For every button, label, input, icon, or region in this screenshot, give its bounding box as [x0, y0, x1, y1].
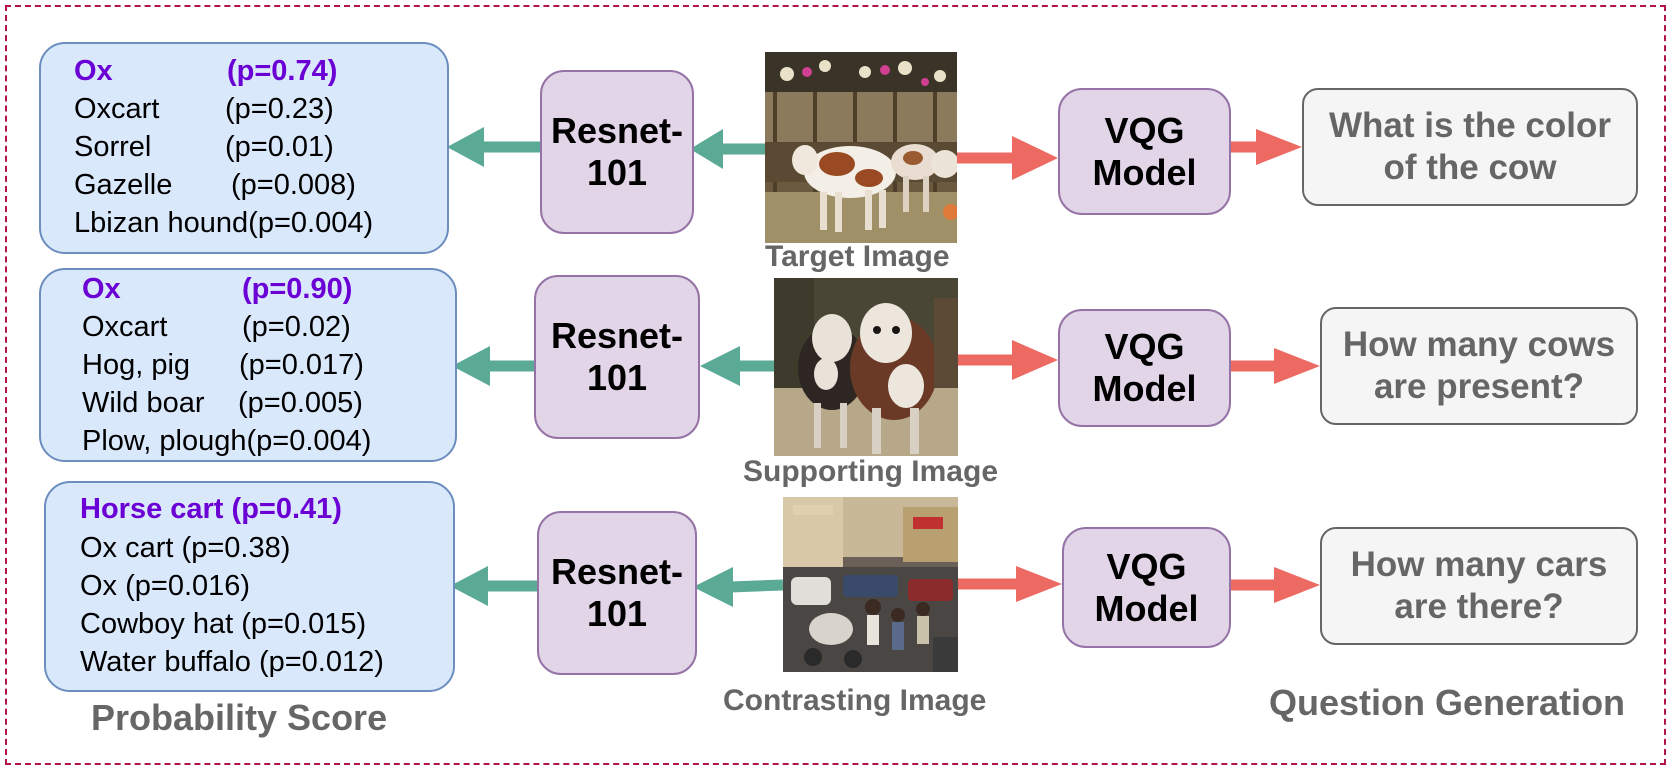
image-caption: Supporting Image — [743, 455, 998, 488]
prediction-label: Ox — [80, 570, 118, 602]
prediction-row: Cowboy hat (p=0.015) — [80, 607, 366, 641]
prediction-prob: (p=0.90) — [242, 273, 353, 305]
vqg-model-block-target: VQG Model — [1058, 88, 1231, 215]
section-title-question-generation: Question Generation — [1269, 682, 1626, 723]
arrow-image-to-resnet-2 — [700, 346, 774, 386]
prediction-row: Horse cart (p=0.41) — [80, 492, 342, 526]
prediction-prob: (p=0.74) — [227, 55, 338, 87]
resnet-block-contrasting: Resnet- 101 — [537, 511, 697, 675]
prediction-row: Lbizan hound(p=0.004) — [74, 206, 373, 240]
prediction-row: Ox (p=0.74) — [74, 54, 337, 88]
arrow-image-to-resnet-1 — [690, 129, 765, 169]
prediction-label: Ox cart — [80, 532, 174, 564]
prediction-prob: (p=0.017) — [239, 349, 364, 381]
prediction-prob: (p=0.23) — [225, 93, 334, 125]
arrow-image-to-resnet-3 — [693, 567, 784, 607]
prediction-row: Ox (p=0.90) — [82, 272, 352, 306]
prediction-prob: (p=0.008) — [231, 169, 356, 201]
generated-question-contrasting: How many cars are there? — [1320, 527, 1638, 645]
arrow-image-to-vqg-1 — [956, 136, 1058, 180]
prediction-row: Sorrel (p=0.01) — [74, 130, 334, 164]
generated-question-target: What is the color of the cow — [1302, 88, 1638, 206]
prediction-label: Oxcart — [74, 93, 160, 125]
prediction-row: Gazelle (p=0.008) — [74, 168, 356, 202]
image-caption: Contrasting Image — [723, 684, 987, 717]
supporting-image — [774, 278, 958, 456]
prediction-label: Cowboy hat — [80, 608, 234, 640]
prediction-row: Wild boar (p=0.005) — [82, 386, 363, 420]
resnet-block-supporting: Resnet- 101 — [534, 275, 700, 439]
prediction-label: Oxcart — [82, 311, 168, 343]
prediction-label: Sorrel — [74, 131, 152, 163]
prediction-prob: (p=0.38) — [181, 532, 291, 564]
arrow-image-to-vqg-2 — [958, 340, 1058, 380]
diagram-frame — [5, 5, 1666, 765]
prediction-prob: (p=0.004) — [248, 207, 374, 239]
prediction-prob: (p=0.015) — [241, 608, 367, 640]
prediction-prob: (p=0.02) — [242, 311, 351, 343]
prediction-label: Ox — [82, 273, 121, 305]
prediction-prob: (p=0.01) — [225, 131, 334, 163]
arrow-vqg-to-question-1 — [1231, 129, 1302, 165]
prediction-label: Hog, pig — [82, 349, 191, 381]
prediction-row: Ox (p=0.016) — [80, 569, 250, 603]
section-title-probability-score: Probability Score — [91, 697, 388, 738]
probability-box-contrasting — [44, 481, 455, 692]
target-image — [765, 52, 957, 243]
vqg-model-block-contrasting: VQG Model — [1062, 527, 1231, 648]
resnet-block-target: Resnet- 101 — [540, 70, 694, 234]
prediction-label: Gazelle — [74, 169, 173, 201]
prediction-prob: (p=0.012) — [258, 646, 384, 678]
arrow-resnet-to-scores-1 — [447, 127, 545, 167]
probability-box-supporting — [39, 268, 457, 462]
prediction-row: Water buffalo (p=0.012) — [80, 645, 384, 679]
arrow-resnet-to-scores-3 — [450, 566, 548, 606]
prediction-row: Hog, pig (p=0.017) — [82, 348, 364, 382]
generated-question-supporting: How many cows are present? — [1320, 307, 1638, 425]
prediction-row: Ox cart (p=0.38) — [80, 531, 290, 565]
prediction-label: Wild boar — [82, 387, 205, 419]
prediction-row: Plow, plough(p=0.004) — [82, 424, 371, 458]
prediction-prob: (p=0.004) — [246, 425, 372, 457]
probability-box-target — [39, 42, 449, 254]
prediction-label: Lbizan hound — [74, 207, 249, 239]
prediction-label: Water buffalo — [80, 646, 251, 678]
prediction-row: Oxcart (p=0.02) — [82, 310, 351, 344]
prediction-label: Plow, plough — [82, 425, 247, 457]
prediction-prob: (p=0.005) — [238, 387, 363, 419]
arrow-image-to-vqg-3 — [958, 566, 1062, 602]
prediction-label: Horse cart — [80, 493, 224, 525]
vqg-model-block-supporting: VQG Model — [1058, 309, 1231, 427]
prediction-row: Oxcart (p=0.23) — [74, 92, 334, 126]
arrow-vqg-to-question-2 — [1231, 348, 1320, 384]
prediction-prob: (p=0.41) — [231, 493, 342, 525]
arrow-vqg-to-question-3 — [1231, 567, 1320, 603]
contrasting-image — [783, 497, 958, 672]
prediction-prob: (p=0.016) — [125, 570, 251, 602]
image-caption: Target Image — [765, 240, 950, 273]
prediction-label: Ox — [74, 55, 113, 87]
